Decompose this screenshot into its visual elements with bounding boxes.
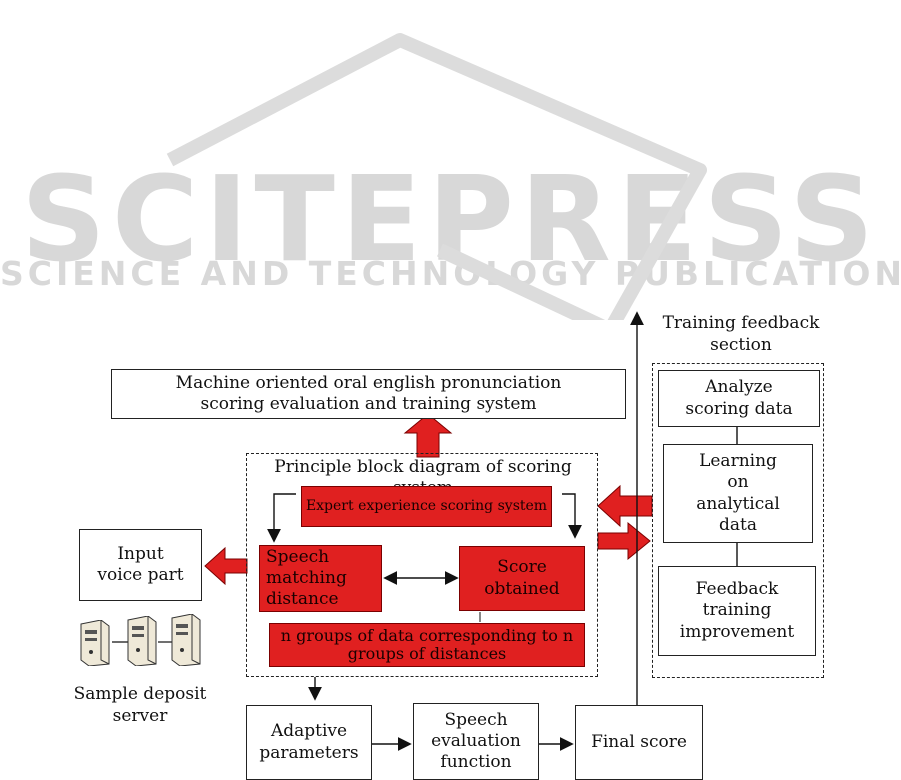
red-arrow-training-left xyxy=(597,484,653,528)
input-voice-label: Input voice part xyxy=(97,543,184,585)
speech-eval-label: Speech evaluation function xyxy=(431,709,521,773)
server-icon xyxy=(171,614,201,666)
feedback-label: Feedback training improvement xyxy=(679,579,795,642)
expert-box: Expert experience scoring system xyxy=(301,486,552,527)
red-arrow-training-right xyxy=(597,521,651,561)
sample-server-label: Sample deposit server xyxy=(73,684,207,727)
n-groups-label: n groups of data corresponding to n grou… xyxy=(280,625,574,663)
speech-matching-label: Speech matching distance xyxy=(266,546,347,610)
server-icon xyxy=(80,620,110,666)
top-system-label: Machine oriented oral english pronunciat… xyxy=(175,372,562,414)
red-arrow-up xyxy=(403,413,453,458)
adaptive-box: Adaptive parameters xyxy=(246,705,372,780)
input-voice-box: Input voice part xyxy=(79,529,202,601)
score-obtained-box: Score obtained xyxy=(459,546,585,611)
score-obtained-label: Score obtained xyxy=(484,557,560,599)
adaptive-label: Adaptive parameters xyxy=(259,721,359,763)
analyze-label: Analyze scoring data xyxy=(685,377,793,419)
final-score-label: Final score xyxy=(591,731,687,752)
server-icon xyxy=(127,616,157,666)
training-title: Training feedback section xyxy=(662,313,820,356)
training-region xyxy=(652,363,824,678)
speech-matching-box: Speech matching distance xyxy=(259,545,382,612)
top-system-box: Machine oriented oral english pronunciat… xyxy=(111,369,626,419)
learning-label: Learning on analytical data xyxy=(696,451,780,535)
speech-eval-box: Speech evaluation function xyxy=(413,703,539,780)
final-score-box: Final score xyxy=(575,705,703,780)
feedback-box: Feedback training improvement xyxy=(658,566,816,656)
n-groups-box: n groups of data corresponding to n grou… xyxy=(269,623,585,667)
learning-box: Learning on analytical data xyxy=(663,444,813,543)
bent-arrow-left xyxy=(267,493,296,543)
expert-label: Expert experience scoring system xyxy=(305,497,548,514)
principle-region xyxy=(246,453,598,677)
analyze-box: Analyze scoring data xyxy=(658,370,820,427)
red-arrow-left xyxy=(204,546,248,586)
bent-arrow-right xyxy=(562,493,582,539)
